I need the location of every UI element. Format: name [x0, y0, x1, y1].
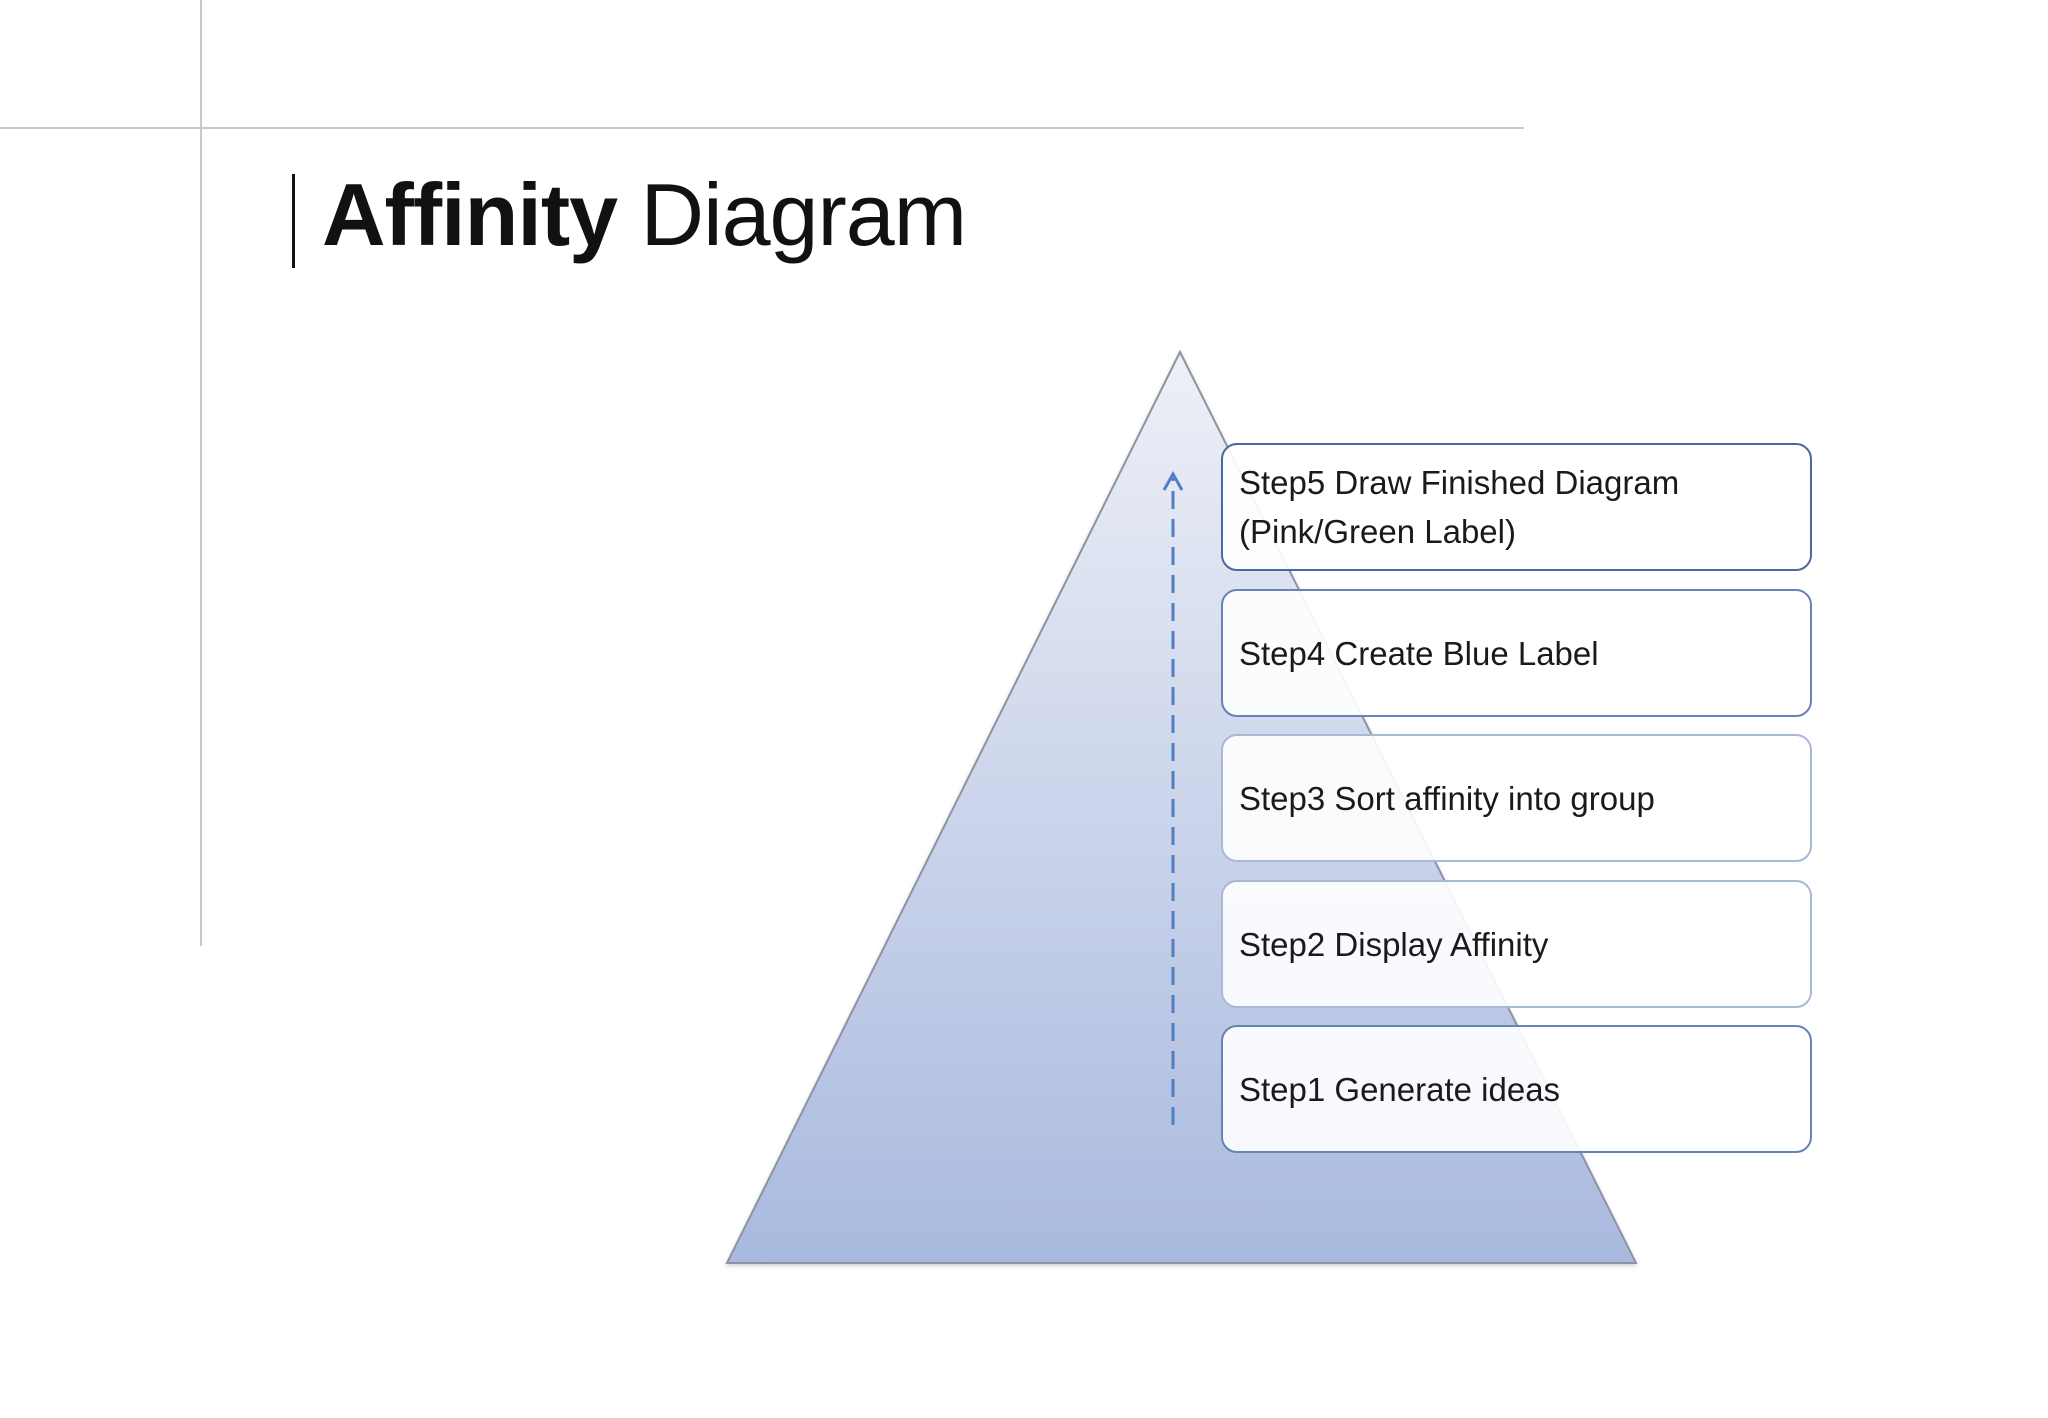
step-2-label: Step2 Display Affinity — [1239, 925, 1549, 963]
horizontal-rule — [0, 127, 1524, 129]
step-1-box: Step1 Generate ideas — [1221, 1025, 1812, 1153]
step-5-box: Step5 Draw Finished Diagram (Pink/Green … — [1221, 443, 1812, 571]
step-1-label: Step1 Generate ideas — [1239, 1070, 1561, 1108]
title-light-word: Diagram — [640, 165, 968, 264]
step-3-box: Step3 Sort affinity into group — [1221, 734, 1812, 862]
step-5-line-2: (Pink/Green Label) — [1239, 513, 1516, 550]
step-2-box: Step2 Display Affinity — [1221, 880, 1812, 1008]
step-3-label: Step3 Sort affinity into group — [1239, 779, 1655, 817]
step-5-label: Step5 Draw Finished Diagram (Pink/Green … — [1239, 458, 1679, 556]
title-accent-bar — [292, 174, 295, 268]
title-bold-word: Affinity — [322, 165, 618, 264]
step-4-box: Step4 Create Blue Label — [1221, 589, 1812, 717]
progress-arrow-head-icon — [1162, 470, 1184, 491]
vertical-rule — [200, 0, 202, 946]
step-5-line-1: Step5 Draw Finished Diagram — [1239, 464, 1680, 501]
page-title: Affinity Diagram — [322, 160, 968, 270]
step-4-label: Step4 Create Blue Label — [1239, 634, 1599, 672]
